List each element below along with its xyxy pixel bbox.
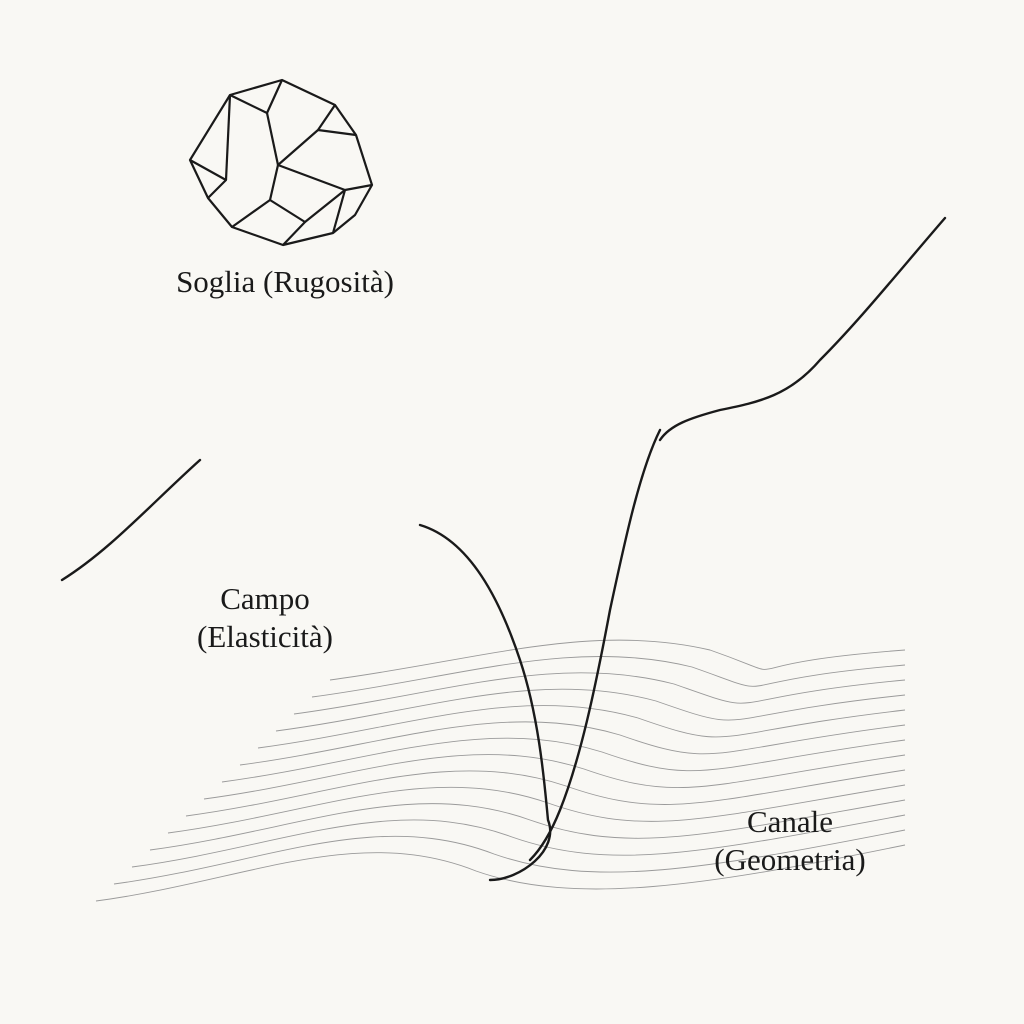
label-campo-line2: (Elasticità): [197, 619, 333, 654]
ribbon-left-edge: [60, 458, 202, 582]
label-canale: Canale (Geometria): [680, 803, 900, 879]
background-wave-line: [203, 754, 906, 800]
polyhedron-edge: [265, 112, 280, 166]
label-canale-line2: (Geometria): [714, 842, 866, 877]
polyhedron-edge: [269, 199, 307, 246]
polyhedron-outline: [188, 78, 374, 247]
background-wave-line: [167, 784, 906, 834]
background-wave-line: [329, 639, 906, 681]
background-wave-line: [275, 688, 906, 732]
polyhedron-edge: [317, 128, 357, 137]
background-wave-line: [95, 844, 906, 902]
channel-outer-edge: [418, 523, 552, 882]
label-soglia-text: Soglia (Rugosità): [176, 264, 394, 299]
label-soglia: Soglia (Rugosità): [140, 263, 430, 301]
channel-inner-edge: [528, 428, 662, 862]
polyhedron-icon: [188, 78, 374, 247]
polyhedron-edge: [224, 94, 232, 181]
ribbon-right-edge: [658, 216, 947, 442]
polyhedron-edge: [277, 163, 373, 192]
polyhedron-edge: [231, 164, 280, 228]
background-wave-line: [131, 814, 906, 868]
label-canale-line1: Canale: [746, 804, 834, 839]
label-campo: Campo (Elasticità): [160, 580, 370, 656]
background-wave-line: [113, 829, 906, 885]
polyhedron-edge: [277, 104, 336, 166]
background-wave-line: [239, 721, 906, 766]
background-wave-lines: [95, 639, 906, 902]
polyhedron-edge: [304, 189, 346, 223]
label-campo-line1: Campo: [220, 581, 310, 616]
ribbon-outline: [60, 216, 947, 882]
polyhedron-edge: [331, 189, 347, 234]
background-wave-line: [221, 737, 906, 783]
background-wave-line: [293, 672, 906, 715]
polyhedron-edge: [189, 159, 228, 199]
background-wave-line: [185, 769, 906, 817]
background-wave-line: [257, 705, 906, 749]
background-wave-line: [149, 799, 906, 851]
background-wave-line: [311, 655, 906, 698]
polyhedron-edge: [229, 79, 284, 115]
